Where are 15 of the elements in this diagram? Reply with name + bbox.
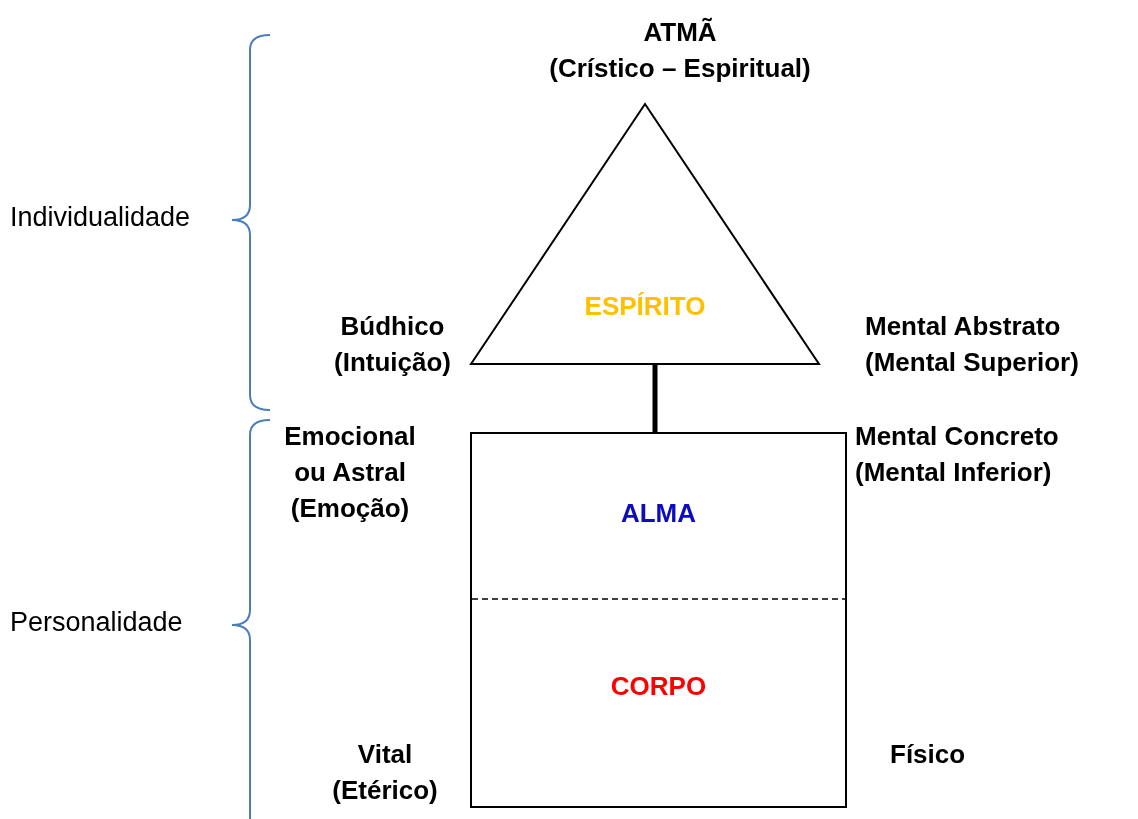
level-label: ATMÃ (Crístico – Espiritual) bbox=[548, 16, 812, 85]
connector-line bbox=[652, 365, 658, 432]
rectangle-box bbox=[470, 432, 847, 808]
level-label: Mental Abstrato (Mental Superior) bbox=[865, 310, 1080, 379]
body-label: CORPO bbox=[609, 671, 708, 702]
level-label: Físico bbox=[890, 738, 967, 771]
level-label: Emocional ou Astral (Emoção) bbox=[283, 420, 417, 525]
spirit-label: ESPÍRITO bbox=[583, 291, 707, 322]
level-label: Búdhico (Intuição) bbox=[333, 310, 452, 379]
soul-label: ALMA bbox=[619, 498, 698, 529]
level-label: Mental Concreto (Mental Inferior) bbox=[855, 420, 1060, 489]
group-label: Individualidade bbox=[10, 202, 191, 233]
triangle-shape bbox=[470, 103, 820, 365]
group-label: Personalidade bbox=[10, 607, 183, 638]
level-label: Vital (Etérico) bbox=[331, 738, 439, 807]
